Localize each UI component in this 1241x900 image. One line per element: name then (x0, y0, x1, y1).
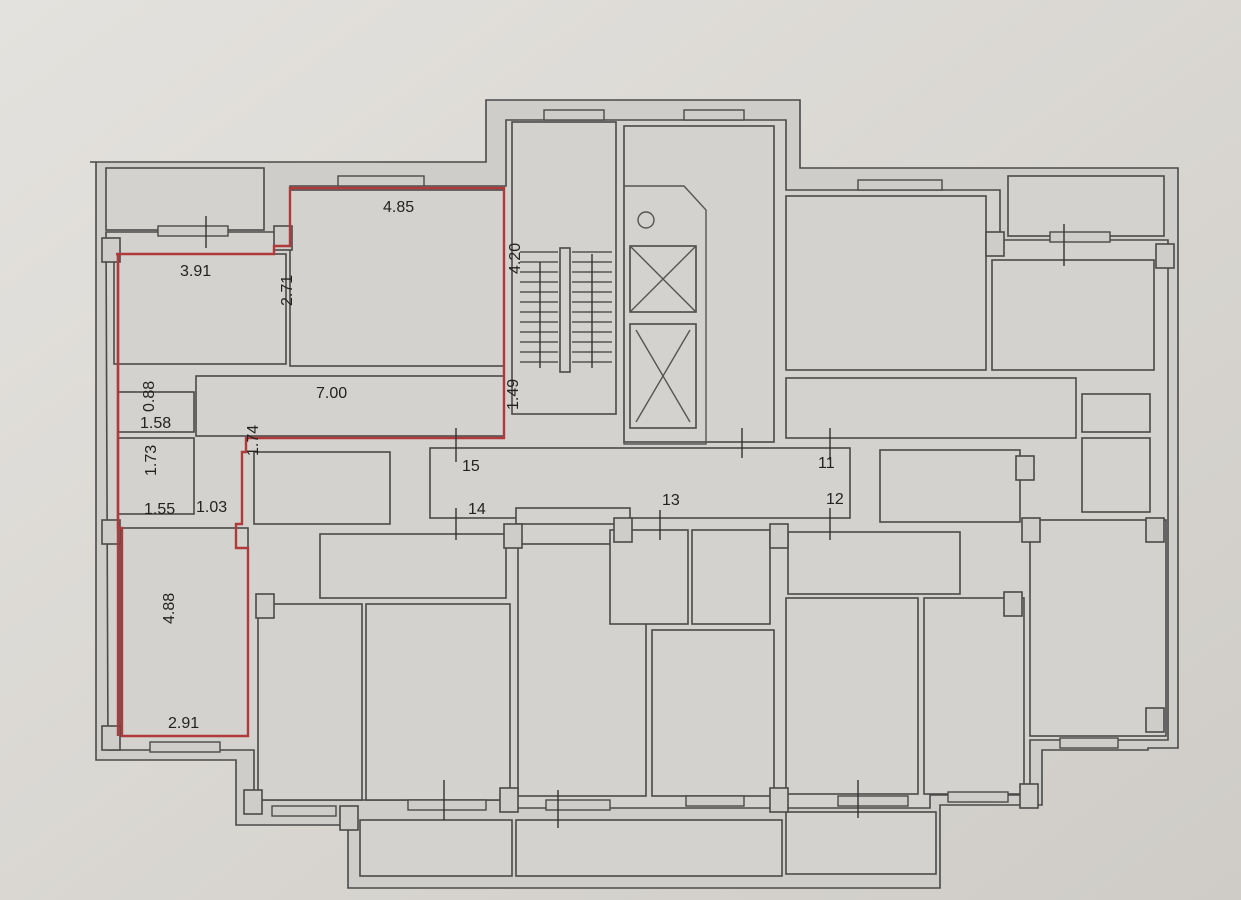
column (101, 725, 121, 751)
lift-1-cross-b (629, 245, 697, 313)
right-room-b (991, 259, 1155, 371)
dim-2-91: 2.91 (168, 715, 199, 732)
window-8 (271, 805, 337, 817)
column (101, 519, 121, 545)
left-room-485 (289, 189, 505, 367)
column (255, 593, 275, 619)
lower-room-b (365, 603, 511, 801)
balcony-bottom-mid (515, 819, 783, 877)
window-9 (407, 799, 487, 811)
window-2 (337, 175, 425, 187)
lower-hall-right (787, 531, 961, 595)
lower-bath-1 (609, 529, 689, 625)
right-closet (879, 449, 1021, 523)
window-13 (947, 791, 1009, 803)
column (101, 237, 121, 263)
dim-1-49: 1.49 (505, 379, 522, 410)
left-bath-158 (117, 391, 195, 433)
apt-number-12: 12 (826, 491, 844, 508)
lower-room-e (785, 597, 919, 795)
column (243, 789, 263, 815)
apt-number-14: 14 (468, 501, 486, 518)
right-room-a (785, 195, 987, 371)
window-7 (149, 741, 221, 753)
lower-room-f (923, 597, 1025, 795)
column (1021, 517, 1041, 543)
lift-2-cross-b (635, 329, 691, 423)
dim-1-55: 1.55 (144, 501, 175, 518)
column (1015, 455, 1035, 481)
dim-1-74: 1.74 (245, 425, 262, 456)
dim-2-71: 2.71 (279, 275, 296, 306)
corridor-pillar (515, 507, 631, 525)
column (273, 225, 293, 251)
left-hall-700 (195, 375, 505, 437)
column (499, 787, 519, 813)
dim-1-73: 1.73 (143, 445, 160, 476)
window-5 (857, 179, 943, 191)
column (1145, 707, 1165, 733)
left-wc-155 (117, 437, 195, 515)
left-room-488 (119, 527, 249, 737)
column (769, 787, 789, 813)
column (503, 523, 523, 549)
column (1003, 591, 1023, 617)
dim-4-20: 4.20 (507, 243, 524, 274)
window-1 (157, 225, 229, 237)
apartment-outline (116, 186, 506, 738)
window-3 (543, 109, 605, 121)
garbage-chute-icon (637, 211, 655, 229)
window-12 (837, 795, 909, 807)
column (985, 231, 1005, 257)
balcony-top-right (1007, 175, 1165, 237)
dim-4-88: 4.88 (161, 593, 178, 624)
window-10 (545, 799, 611, 811)
column (769, 523, 789, 549)
right-bath-2 (1081, 437, 1151, 513)
stair-railing (559, 247, 571, 373)
lower-room-a (257, 603, 363, 801)
lower-hall-left (319, 533, 507, 599)
dim-7-00: 7.00 (316, 385, 347, 402)
right-hall (785, 377, 1077, 439)
window-6 (1049, 231, 1111, 243)
balcony-bottom-right (785, 811, 937, 875)
structural-columns (101, 225, 1175, 831)
apt-number-13: 13 (662, 492, 680, 509)
lift-shaft-outline (623, 185, 707, 445)
right-bath-1 (1081, 393, 1151, 433)
corridor (429, 447, 851, 519)
left-room-391 (113, 253, 287, 365)
right-room-c (1029, 519, 1167, 737)
window-4 (683, 109, 745, 121)
dim-1-58: 1.58 (140, 415, 171, 432)
dim-1-03: 1.03 (196, 499, 227, 516)
left-closet-103 (253, 451, 391, 525)
column (1155, 243, 1175, 269)
balcony-bottom-left (359, 819, 513, 877)
window-14 (1059, 737, 1119, 749)
column (1145, 517, 1165, 543)
column (339, 805, 359, 831)
lower-room-d (651, 629, 775, 797)
dim-4-85: 4.85 (383, 199, 414, 216)
dim-0-88: 0.88 (141, 381, 158, 412)
dim-3-91: 3.91 (180, 263, 211, 280)
column (613, 517, 633, 543)
apt-number-15: 15 (462, 458, 480, 475)
column (1019, 783, 1039, 809)
window-11 (685, 795, 745, 807)
balcony-top-left (105, 167, 265, 231)
window-ticks (205, 216, 1065, 828)
apt-number-11: 11 (818, 455, 835, 472)
lower-bath-2 (691, 529, 771, 625)
